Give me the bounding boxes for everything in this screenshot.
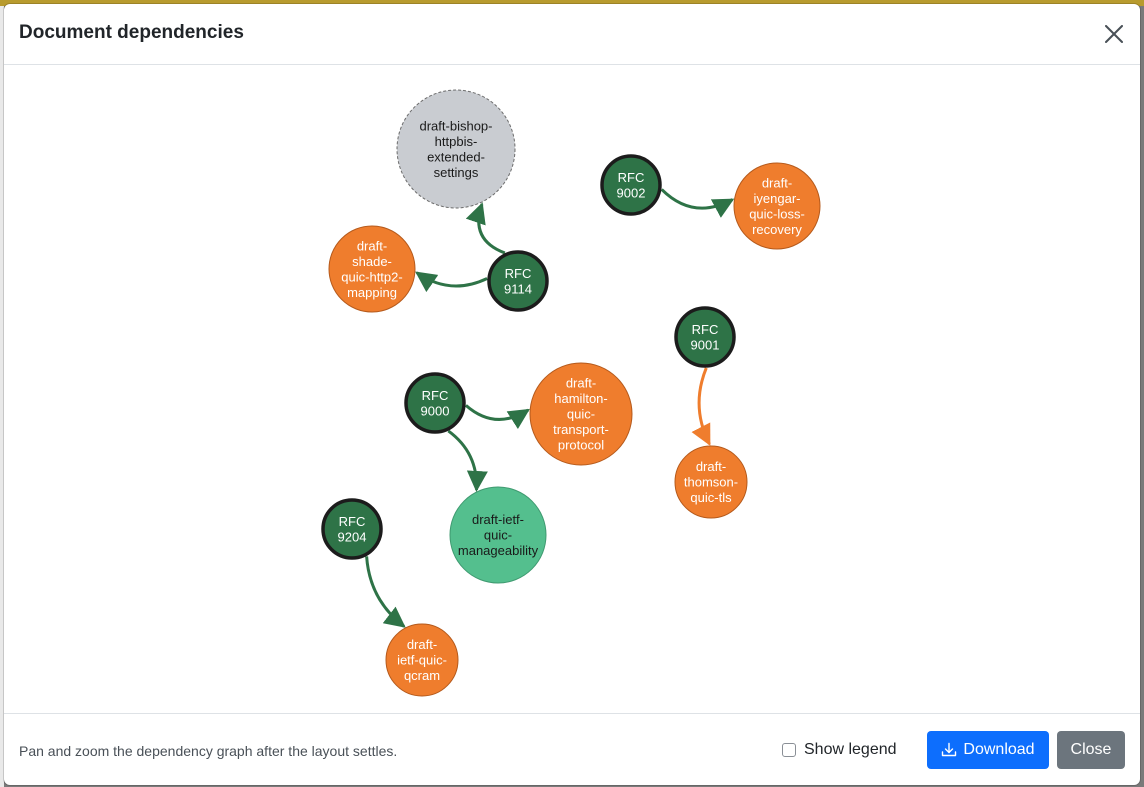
node-label: quic-loss- [749,206,805,221]
node-circle [733,162,821,250]
page-background [0,6,4,787]
edge-rfc9114-to-shade [415,271,488,293]
node-circle [404,372,466,434]
node-circle [674,306,736,368]
node-label: 9001 [691,337,720,352]
edge-rfc9114-to-bishop [465,202,506,255]
show-legend-toggle[interactable]: Show legend [782,739,897,761]
node-label: draft- [357,238,387,253]
node-label: recovery [752,222,802,237]
dependency-modal: Document dependencies draft-bishop-httpb… [4,4,1140,785]
modal-title: Document dependencies [19,22,244,43]
node-label: shade- [352,254,392,269]
node-label: ietf-quic- [397,653,447,668]
close-icon-button[interactable] [1100,20,1128,48]
node-label: 9114 [504,281,532,296]
node-label: RFC [339,514,366,529]
edge-rfc9204-to-qcram [365,556,406,628]
node-label: manageability [458,543,539,558]
node-label: httpbis- [435,134,478,149]
graph-node-shade[interactable]: draft-shade-quic-http2-mapping [328,225,416,313]
node-label: RFC [618,170,645,185]
node-circle [449,486,547,584]
graph-edges [365,188,735,628]
close-button[interactable]: Close [1057,731,1125,769]
footer-help-text: Pan and zoom the dependency graph after … [19,743,398,759]
node-label: quic-http2- [341,269,402,284]
node-label: quic- [484,528,512,543]
download-label: Download [963,741,1035,758]
node-circle [385,623,459,697]
node-label: draft- [696,459,726,474]
node-label: RFC [422,388,449,403]
graph-node-manageability[interactable]: draft-ietf-quic-manageability [449,486,547,584]
edge-rfc9001-to-thomson [691,367,711,446]
node-circle [529,362,633,466]
node-circle [600,154,662,216]
node-label: RFC [692,322,719,337]
page-background-header [0,0,1144,6]
node-label: extended- [427,149,485,164]
edge-rfc9000-to-manageability [447,429,488,492]
show-legend-label: Show legend [804,741,897,758]
graph-node-qcram[interactable]: draft-ietf-quic-qcram [385,623,459,697]
node-circle [328,225,416,313]
node-label: draft- [566,376,596,391]
node-label: draft- [762,175,792,190]
graph-node-bishop[interactable]: draft-bishop-httpbis-extended-settings [396,89,516,209]
node-label: draft-ietf- [472,512,524,527]
graph-node-hamilton[interactable]: draft-hamilton-quic-transport-protocol [529,362,633,466]
edge-rfc9000-to-hamilton [464,404,530,430]
modal-footer: Pan and zoom the dependency graph after … [4,713,1140,785]
node-label: draft-bishop- [420,118,493,133]
node-label: thomson- [684,475,738,490]
modal-header: Document dependencies [4,4,1140,65]
download-icon [942,742,957,757]
node-label: qcram [404,668,440,683]
node-label: iyengar- [754,191,801,206]
graph-node-thomson[interactable]: draft-thomson-quic-tls [674,445,748,519]
node-label: quic- [567,407,595,422]
node-label: mapping [347,285,397,300]
show-legend-checkbox[interactable] [782,743,796,757]
node-label: transport- [553,422,609,437]
close-icon [1105,25,1123,43]
node-label: RFC [505,266,532,281]
node-label: settings [434,165,479,180]
node-circle [396,89,516,209]
download-button[interactable]: Download [927,731,1049,769]
node-label: quic-tls [690,490,732,505]
node-label: 9000 [421,403,450,418]
node-circle [674,445,748,519]
node-label: protocol [558,438,604,453]
node-circle [321,498,383,560]
node-label: draft- [407,637,437,652]
graph-node-iyengar[interactable]: draft-iyengar-quic-loss-recovery [733,162,821,250]
node-label: 9002 [617,185,646,200]
node-circle [487,250,549,312]
close-label: Close [1070,741,1112,758]
node-label: hamilton- [554,391,607,406]
node-label: 9204 [338,529,367,544]
edge-rfc9002-to-iyengar [660,188,735,218]
